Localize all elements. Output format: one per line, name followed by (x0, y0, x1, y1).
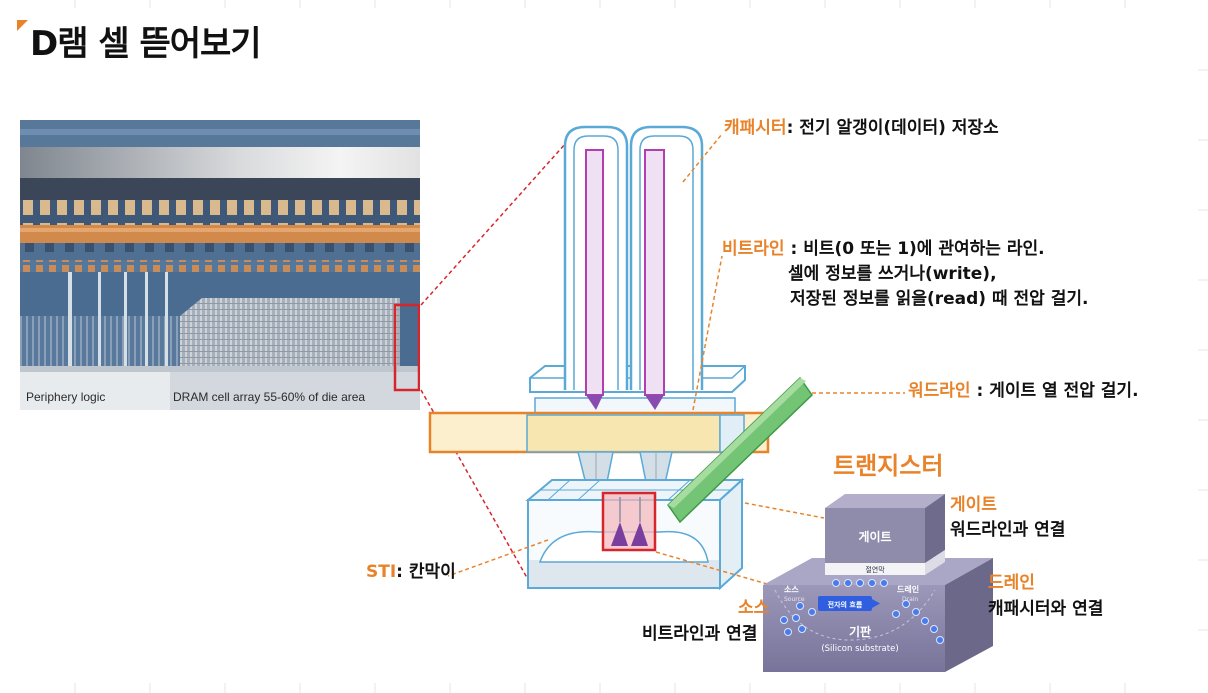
wordline-term: 워드라인 (908, 381, 971, 401)
page-title: D램 셀 뜯어보기 (30, 24, 262, 64)
gate-term: 게이트 (950, 495, 997, 515)
die-photo-image (20, 120, 420, 410)
zoom-line-top (420, 142, 567, 306)
gate-block (825, 494, 945, 508)
electron-dots (780, 579, 944, 644)
wordline-bar (667, 376, 813, 524)
capacitor-callout: 캐패시터: 전기 알갱이(데이터) 저장소 (724, 118, 999, 138)
insulator-layer (825, 563, 925, 575)
insulator-label: 절연막 (865, 565, 885, 574)
electron-flow-box (818, 596, 872, 611)
source-block-label-en: Source (784, 596, 805, 603)
photo-label-cell-array: DRAM cell array 55-60% of die area (173, 390, 366, 404)
drain-term: 드레인 (988, 573, 1035, 593)
wordline-callout: 워드라인 : 게이트 열 전압 걸기. (908, 381, 1139, 401)
sti-leader (447, 539, 549, 577)
substrate-label-en: (Silicon substrate) (821, 644, 898, 654)
sti-term: STI (366, 562, 397, 582)
transistor-highlight-box (601, 491, 657, 552)
bitline-desc-line2: 셀에 정보를 쓰거나(write), (788, 264, 997, 284)
capacitor-desc: : 전기 알갱이(데이터) 저장소 (786, 118, 999, 138)
bitline-callout: 비트라인 : 비트(0 또는 1)에 관여하는 라인. (722, 239, 1045, 259)
capacitor-left (563, 125, 629, 410)
drain-block-label: 드레인 (897, 584, 919, 594)
bitline-term: 비트라인 (722, 239, 785, 259)
source-term: 소스 (738, 598, 770, 618)
wordline-desc: : 게이트 열 전압 걸기. (970, 381, 1139, 401)
source-desc: 비트라인과 연결 (642, 624, 758, 644)
transistor-heading: 트랜지스터 (833, 452, 944, 480)
capacitor-leader (682, 133, 723, 183)
title-accent-mark (17, 20, 28, 31)
source-block-label: 소스 (784, 585, 799, 594)
drain-desc: 캐패시터와 연결 (988, 599, 1104, 619)
arrow-right-icon (872, 599, 880, 608)
bitline-desc: : 비트(0 또는 1)에 관여하는 라인. (784, 239, 1045, 259)
capacitor-right (629, 125, 704, 410)
bitline-leader (692, 255, 723, 411)
substrate-label: 기판 (849, 624, 871, 639)
capacitor-term: 캐패시터 (724, 118, 787, 138)
gate-desc: 워드라인과 연결 (950, 520, 1066, 540)
photo-label-periphery: Periphery logic (26, 390, 106, 404)
gate-block-label: 게이트 (858, 529, 891, 544)
die-photo: Periphery logic DRAM cell array 55-60% o… (20, 120, 420, 410)
bitline-bar (428, 411, 770, 454)
electron-flow-label: 전자의 흐름 (828, 600, 863, 609)
drain-block-label-en: Drain (902, 596, 918, 603)
bitline-desc-line3: 저장된 정보를 읽을(read) 때 전압 걸기. (790, 289, 1089, 309)
zoom-highlight-box (393, 303, 420, 392)
gate-leader (744, 502, 825, 519)
sti-callout: STI: 칸막이 (366, 562, 456, 582)
sti-desc: : 칸막이 (396, 562, 456, 582)
transistor-illustration: 게이트 절연막 소스 Source 드레인 Drain 전자의 흐름 (763, 494, 993, 672)
